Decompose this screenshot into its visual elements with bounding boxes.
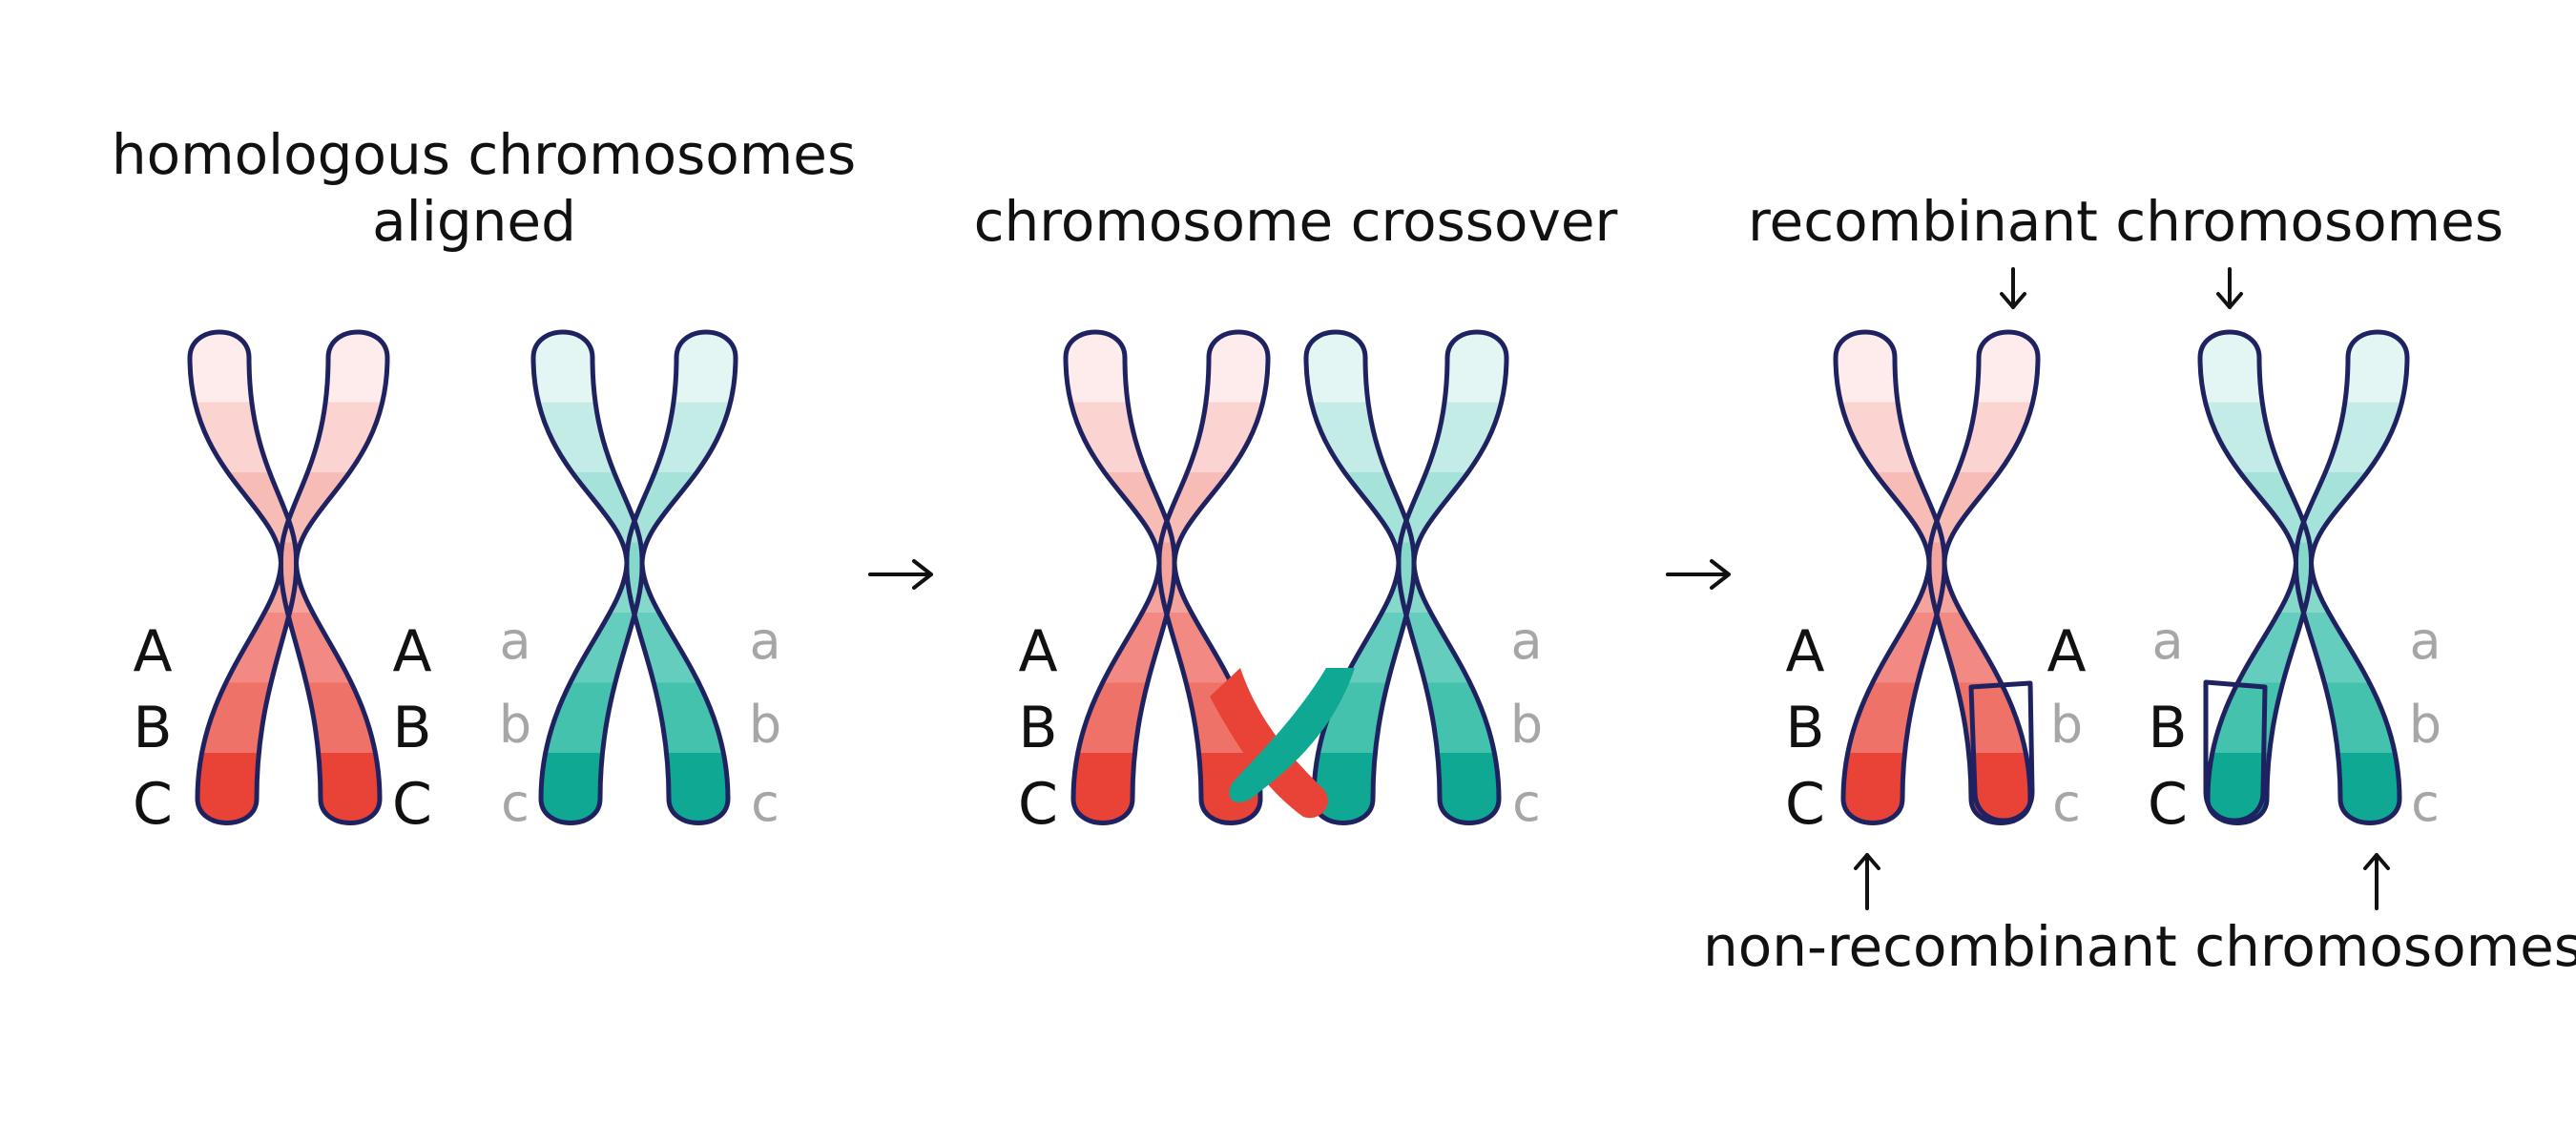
allele-label: C	[2148, 771, 2188, 838]
allele-labels-panel1-mid: A B C	[392, 618, 432, 838]
allele-label: a	[1510, 611, 1542, 671]
allele-label: A	[1018, 618, 1057, 685]
red-segment-on-teal	[2203, 679, 2268, 823]
allele-label: A	[133, 618, 172, 685]
caption-aligned-line2: aligned	[372, 189, 576, 254]
allele-label: A	[392, 618, 431, 685]
allele-labels-panel1-left: A B C	[133, 618, 173, 838]
up-arrow-icon	[2363, 853, 2390, 910]
chromosome-red-crossover	[1063, 329, 1271, 825]
allele-label: C	[392, 771, 432, 838]
allele-label: c	[751, 773, 779, 833]
allele-label: a	[2409, 611, 2441, 671]
chromosome-teal-crossover	[1303, 329, 1509, 825]
crossover-chromatids	[1210, 668, 1355, 819]
chromosome-teal-recombinant	[2197, 329, 2410, 825]
caption-non-recombinant: non-recombinant chromosomes	[1703, 914, 2576, 979]
allele-label: A	[2046, 618, 2086, 685]
allele-label: c	[2052, 773, 2081, 833]
red-tail	[1210, 668, 1328, 819]
allele-labels-panel1-teal-right: a b c	[749, 611, 781, 833]
chromatid-outline	[278, 329, 390, 825]
chromatid-outline	[1156, 329, 1271, 825]
chromatid-outline	[1396, 329, 1509, 825]
chromosome-red-homolog	[187, 329, 390, 825]
allele-label: B	[133, 695, 172, 761]
down-arrow-icon	[2216, 267, 2243, 309]
caption-aligned-line1: homologous chromosomes	[112, 122, 856, 187]
allele-label: b	[2050, 695, 2083, 755]
chromatid-outline	[2293, 329, 2410, 825]
chromatid-outline	[624, 329, 738, 825]
teal-segment-on-red	[1968, 680, 2035, 823]
allele-label: b	[1510, 695, 1543, 755]
chromosome-teal-homolog	[530, 329, 738, 825]
allele-label: b	[2409, 695, 2441, 755]
allele-labels-panel2-right: a b c	[1510, 611, 1543, 833]
allele-label: c	[1512, 773, 1541, 833]
allele-label: b	[499, 695, 531, 755]
allele-label: B	[2148, 695, 2187, 761]
allele-labels-panel3-left: A B C	[1785, 618, 1825, 838]
allele-labels-panel3-right: a b c	[2409, 611, 2441, 833]
allele-label: B	[1785, 695, 1824, 761]
allele-label: c	[501, 773, 530, 833]
allele-label: A	[1785, 618, 1824, 685]
allele-label: a	[499, 611, 530, 671]
allele-label: c	[2411, 773, 2440, 833]
right-arrow-icon	[868, 559, 933, 590]
up-arrow-icon	[1854, 853, 1880, 910]
right-arrow-icon	[1666, 559, 1731, 590]
allele-label: b	[749, 695, 781, 755]
allele-label: C	[1785, 771, 1825, 838]
down-arrow-icon	[2000, 267, 2026, 309]
allele-labels-panel1-teal-left: a b c	[499, 611, 531, 833]
allele-label: a	[749, 611, 780, 671]
swapped-segments	[1968, 679, 2268, 823]
allele-labels-panel3-red-right: A b c	[2046, 618, 2086, 833]
chromosome-red-recombinant	[1833, 329, 2041, 825]
allele-labels-panel2-left: A B C	[1018, 618, 1058, 838]
teal-tail	[1229, 668, 1355, 802]
caption-recombinant: recombinant chromosomes	[1748, 189, 2503, 254]
allele-labels-panel3-teal-left: a B C	[2148, 611, 2188, 838]
allele-label: a	[2151, 611, 2183, 671]
allele-label: B	[1018, 695, 1057, 761]
allele-label: C	[133, 771, 173, 838]
allele-label: B	[392, 695, 431, 761]
caption-crossover: chromosome crossover	[974, 189, 1618, 254]
chromosome-layer	[187, 329, 2410, 825]
allele-label: C	[1018, 771, 1058, 838]
